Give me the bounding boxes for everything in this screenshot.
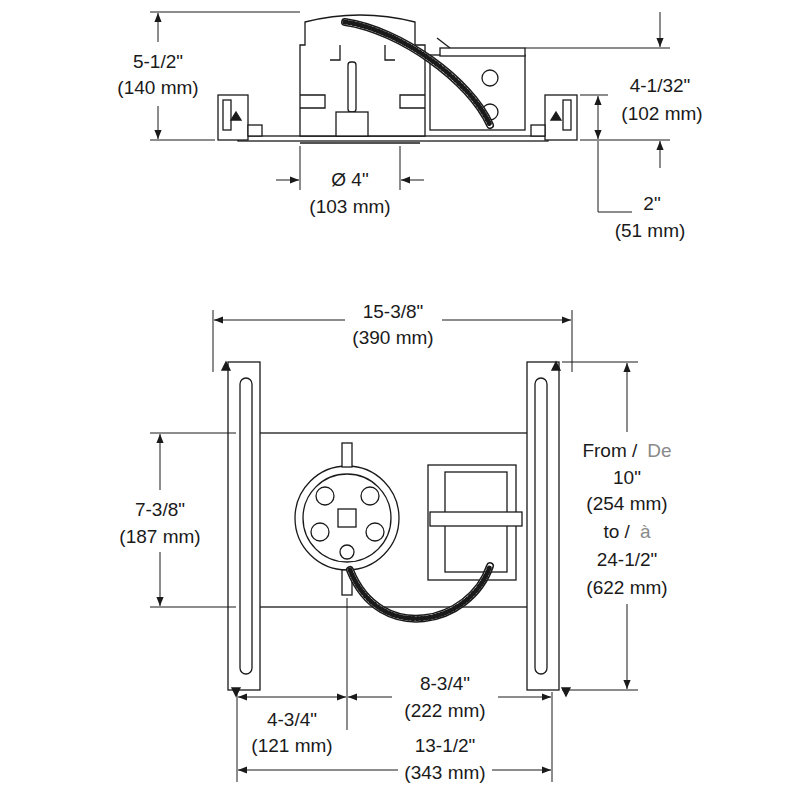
dimension-text: (103 mm)	[307, 196, 392, 218]
dimension-label: (102 mm)	[619, 103, 704, 125]
dimension-label: 5-1/2"	[131, 51, 185, 73]
dimension-label: to /	[602, 521, 632, 543]
dimension-label: (390 mm)	[350, 327, 435, 349]
dimension-label: (187 mm)	[117, 526, 202, 548]
dimension-text: (622 mm)	[584, 577, 669, 599]
dimension-label: 8-3/4"	[418, 673, 472, 695]
dimension-text: (51 mm)	[613, 220, 688, 242]
dimension-text: 8-3/4"	[418, 673, 472, 695]
dimension-text: (343 mm)	[402, 762, 487, 784]
dimension-label: (343 mm)	[402, 762, 487, 784]
dimension-label: From /	[580, 440, 639, 462]
dimension-text: 4-3/4"	[265, 709, 319, 731]
dimension-label: 13-1/2"	[413, 735, 478, 757]
dimension-text: 24-1/2"	[595, 549, 660, 571]
dimension-text: From / De	[580, 440, 673, 462]
dimension-text: 15-3/8"	[361, 301, 426, 323]
dimension-label: De	[645, 440, 673, 462]
dimension-text: (254 mm)	[584, 493, 669, 515]
dimension-label: (622 mm)	[584, 577, 669, 599]
dimension-label: 24-1/2"	[595, 549, 660, 571]
dimension-label: 15-3/8"	[361, 301, 426, 323]
dimension-label: (222 mm)	[402, 700, 487, 722]
dimension-text: to / à	[602, 521, 653, 543]
dimension-label: (51 mm)	[613, 220, 688, 242]
dimension-text: 10"	[611, 467, 643, 489]
dimension-text: (187 mm)	[117, 526, 202, 548]
dimension-label: Ø 4"	[329, 169, 370, 191]
dimension-label: (103 mm)	[307, 196, 392, 218]
dimension-text: 2"	[641, 193, 662, 215]
dimension-text: 7-3/8"	[133, 499, 187, 521]
dimension-text: (140 mm)	[115, 77, 200, 99]
dimension-text: (222 mm)	[402, 700, 487, 722]
dimension-label: 4-3/4"	[265, 709, 319, 731]
dimension-text: (102 mm)	[619, 103, 704, 125]
dimension-text: 5-1/2"	[131, 51, 185, 73]
dimension-label: 2"	[641, 193, 662, 215]
dimension-label: 10"	[611, 467, 643, 489]
dimension-text: (390 mm)	[350, 327, 435, 349]
dimension-label: à	[638, 521, 653, 543]
dimension-label: (254 mm)	[584, 493, 669, 515]
dimension-text: Ø 4"	[329, 169, 370, 191]
dimension-text: (121 mm)	[249, 735, 334, 757]
dimension-text: 13-1/2"	[413, 735, 478, 757]
dimension-label: (121 mm)	[249, 735, 334, 757]
dimension-label: 7-3/8"	[133, 499, 187, 521]
dimension-label: 4-1/32"	[628, 75, 693, 97]
dimension-text: 4-1/32"	[628, 75, 693, 97]
dimension-label: (140 mm)	[115, 77, 200, 99]
